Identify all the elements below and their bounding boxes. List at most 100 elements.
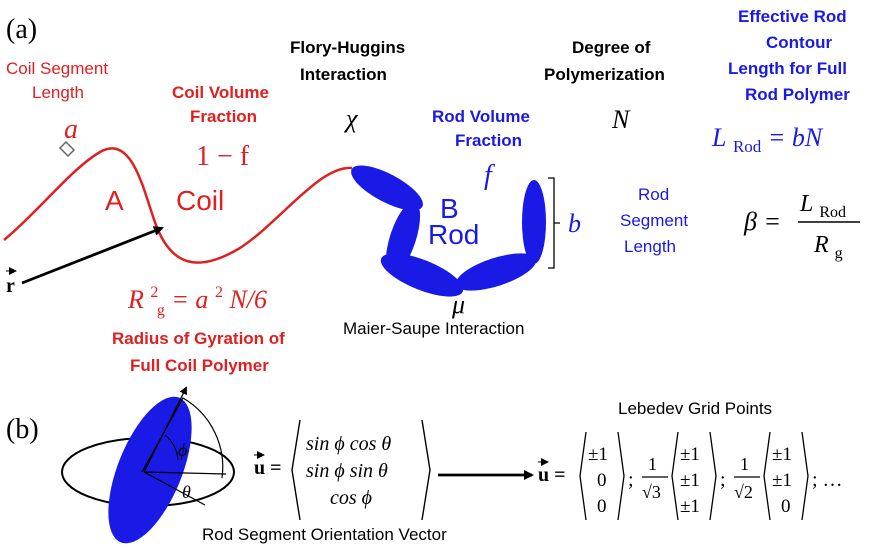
beta-denominator: R g — [813, 232, 843, 262]
v1-right-bracket — [617, 431, 625, 521]
rg-tail: N/6 — [228, 285, 267, 314]
frac-2-den: √2 — [734, 482, 753, 502]
coil-segment-length-label: Coil Segment Length — [6, 59, 113, 102]
lebedev-grid-points: u = ±1 0 0 ; 1 √3 ±1 ±1 ±1 ; 1 √2 ±1 ±1 … — [538, 431, 843, 521]
radius-of-gyration-line2: Full Coil Polymer — [130, 356, 269, 375]
vec-row-3: cos ϕ — [330, 487, 372, 509]
v3-left-bracket — [763, 431, 771, 521]
b-symbol: b — [568, 209, 581, 238]
vec-row-1: sin ϕ cos θ — [306, 433, 391, 455]
projection-line — [143, 471, 227, 475]
rod-segment-length-line3: Length — [624, 237, 676, 256]
a-symbol: a — [64, 114, 78, 145]
flory-huggins-line2: Interaction — [300, 65, 387, 84]
orientation-sketch: ϕ θ — [61, 386, 235, 544]
rod-volume-fraction-line2: Fraction — [455, 131, 522, 150]
rod-segment-bracket — [548, 177, 560, 269]
L-rod-L: L — [711, 123, 726, 152]
f-symbol: f — [484, 160, 495, 191]
v2-left-bracket — [671, 431, 679, 521]
rod-volume-fraction-label: Rod Volume Fraction — [432, 107, 535, 150]
beta-lhs: β = — [743, 207, 781, 236]
v3-row-2: ±1 — [772, 470, 792, 491]
lebedev-u-letter: u — [538, 464, 549, 486]
lebedev-title: Lebedev Grid Points — [618, 399, 772, 418]
rod-segment-5 — [522, 180, 546, 264]
lebedev-u-label: u = — [538, 464, 566, 486]
coil-volume-fraction-line2: Fraction — [190, 107, 257, 126]
rg-R: R — [127, 285, 144, 314]
radius-of-gyration-label: Radius of Gyration of Full Coil Polymer — [112, 329, 290, 375]
L-rod-equation: L Rod = bN — [711, 123, 824, 158]
rg-sub: g — [157, 302, 165, 319]
rod-volume-fraction-line1: Rod Volume — [432, 107, 530, 126]
v1-row-2: 0 — [597, 470, 607, 491]
one-minus-f: 1 − f — [196, 141, 250, 172]
rg-equation: R 2 g = a 2 N/6 — [127, 274, 267, 321]
v1-row-1: ±1 — [588, 444, 608, 465]
L-rod-sub: Rod — [733, 137, 762, 156]
u-vector-letter: u — [254, 457, 265, 479]
orientation-vector-definition: u = sin ϕ cos θ sin ϕ sin θ cos ϕ — [254, 419, 431, 521]
flory-huggins-label: Flory-Huggins Interaction — [290, 38, 410, 84]
a-segment-marker — [58, 140, 76, 158]
v1-left-bracket — [579, 431, 587, 521]
rod-segment-length-label: Rod Segment Length — [620, 185, 693, 256]
beta-equation: β = L Rod R g — [743, 191, 860, 262]
position-vector-arrow — [21, 226, 164, 285]
effective-rod-contour-label: Effective Rod Contour Length for Full Ro… — [728, 7, 852, 104]
coil-volume-fraction-label: Coil Volume Fraction — [172, 83, 274, 126]
rod-disk — [108, 396, 192, 544]
block-B-label: B — [440, 193, 459, 224]
sep-1: ; — [628, 469, 634, 491]
theta-label: θ — [182, 482, 191, 502]
v2-row-1: ±1 — [680, 444, 700, 465]
panel-a-label: (a) — [6, 14, 37, 45]
vec-row-2: sin ϕ sin θ — [306, 460, 388, 482]
right-angle-bracket — [421, 419, 431, 521]
radius-of-gyration-line1: Radius of Gyration of — [112, 329, 285, 348]
rod-label: Rod — [428, 219, 479, 250]
r-vector-letter: r — [6, 275, 15, 297]
panel-b-label: (b) — [6, 414, 39, 445]
v2-row-2: ±1 — [680, 470, 700, 491]
orientation-axis — [143, 386, 187, 473]
sep-2: ; — [720, 469, 726, 491]
frac-2-num: 1 — [740, 454, 749, 474]
block-A-label: A — [105, 185, 124, 216]
meridian-arc — [141, 397, 224, 479]
coil-volume-fraction-line1: Coil Volume — [172, 83, 269, 102]
beta-num-L: L — [799, 191, 813, 217]
beta-numerator: L Rod — [799, 191, 846, 221]
coil-segment-length-line1: Coil Segment — [6, 59, 108, 78]
phi-arc — [164, 434, 179, 461]
rg-sup2: 2 — [215, 284, 223, 301]
lebedev-ellipsis: ; … — [812, 469, 843, 491]
beta-den-sub: g — [835, 245, 843, 262]
rg-sup: 2 — [150, 284, 158, 301]
r-vector-label: r — [6, 275, 15, 297]
v1-row-3: 0 — [597, 496, 607, 517]
v2-row-3: ±1 — [680, 496, 700, 517]
rod-chain — [351, 165, 546, 297]
L-rod-rest: = bN — [768, 123, 824, 152]
flory-huggins-line1: Flory-Huggins — [290, 38, 405, 57]
coil-segment-length-line2: Length — [32, 83, 84, 102]
v3-row-1: ±1 — [772, 444, 792, 465]
degree-of-polymerization-label: Degree of Polymerization — [544, 38, 665, 84]
rod-segment-length-line1: Rod — [638, 185, 669, 204]
frac-1-den: √3 — [642, 482, 661, 502]
v3-right-bracket — [801, 431, 809, 521]
v3-row-3: 0 — [781, 496, 791, 517]
left-angle-bracket — [291, 419, 301, 521]
effective-rod-contour-line2: Contour — [766, 33, 832, 52]
N-symbol: N — [611, 105, 631, 134]
rod-segment-4 — [455, 253, 537, 291]
effective-rod-contour-line3: Length for Full — [728, 59, 847, 78]
effective-rod-contour-line4: Rod Polymer — [745, 85, 850, 104]
degree-of-polymerization-line2: Polymerization — [544, 65, 665, 84]
rod-segment-1 — [351, 165, 423, 211]
coil-label: Coil — [176, 185, 224, 216]
rg-rest: = a — [171, 285, 208, 314]
